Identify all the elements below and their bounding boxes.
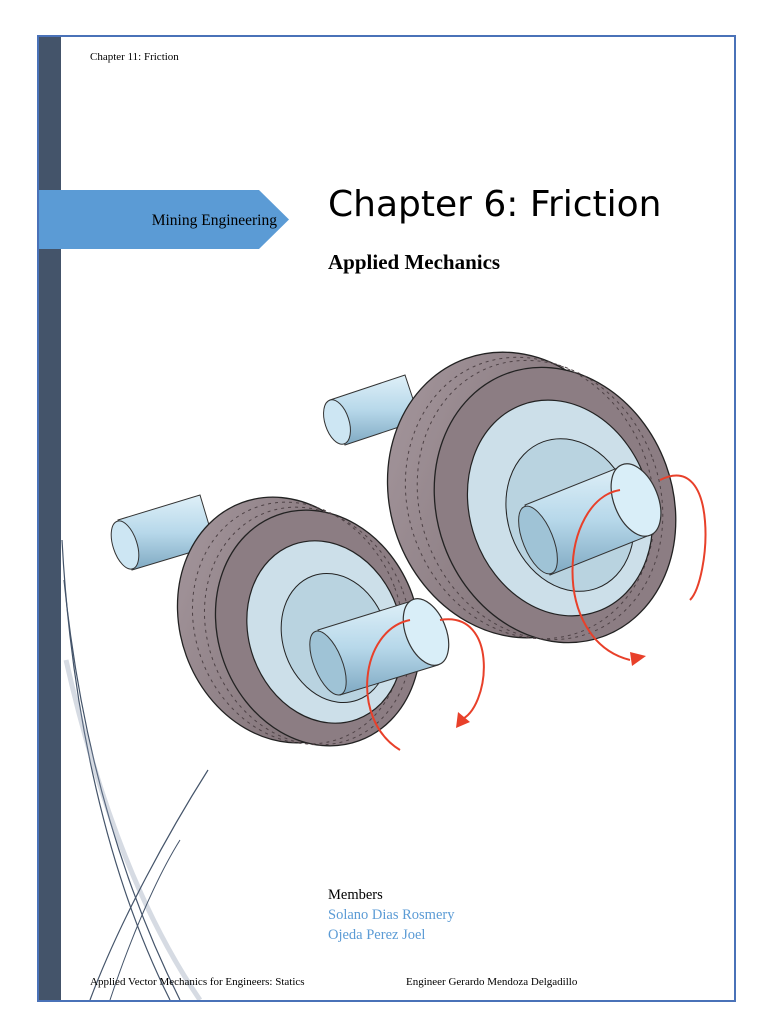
section-tab-label: Mining Engineering [151, 212, 277, 229]
footer-left: Applied Vector Mechanics for Engineers: … [90, 976, 305, 988]
friction-wheels-illustration [110, 351, 707, 751]
running-header: Chapter 11: Friction [90, 51, 179, 63]
footer-right: Engineer Gerardo Mendoza Delgadillo [406, 976, 578, 988]
members-section: Members Solano Dias Rosmery Ojeda Perez … [328, 885, 454, 945]
document-title: Chapter 6: Friction [328, 184, 662, 225]
member-name: Ojeda Perez Joel [328, 927, 426, 943]
rotation-arrows [366, 474, 707, 751]
page-border [37, 35, 736, 1002]
side-bar [39, 37, 61, 1000]
decorative-swoosh [61, 540, 209, 1000]
section-tab: Mining Engineering [39, 190, 289, 249]
tab-arrow-shape [39, 190, 289, 249]
small-wheel [110, 494, 450, 747]
members-heading: Members [328, 887, 383, 903]
large-wheel [323, 351, 677, 644]
member-name: Solano Dias Rosmery [328, 907, 455, 923]
document-subtitle: Applied Mechanics [328, 250, 501, 274]
